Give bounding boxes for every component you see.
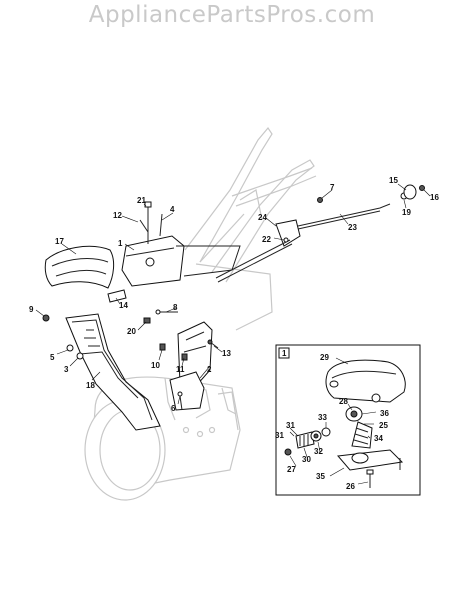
callout-9: 9 <box>29 305 34 314</box>
callout-24: 24 <box>258 213 267 222</box>
callout-29: 29 <box>320 353 329 362</box>
inset-panel: 1 <box>275 344 421 496</box>
callout-1: 1 <box>118 239 123 248</box>
callout-27: 27 <box>287 465 296 474</box>
callout-21: 21 <box>137 196 146 205</box>
callout-36: 36 <box>380 409 389 418</box>
callout-33: 33 <box>318 413 327 422</box>
callout-10: 10 <box>151 361 160 370</box>
callout-4: 4 <box>170 205 175 214</box>
chute-bracket <box>169 321 213 411</box>
callout-30: 30 <box>302 455 311 464</box>
callout-11: 11 <box>176 365 185 374</box>
callout-19: 19 <box>402 208 411 217</box>
callout-15: 15 <box>389 176 398 185</box>
callout-28: 28 <box>339 397 348 406</box>
callout-8: 8 <box>173 303 178 312</box>
callout-12: 12 <box>113 211 122 220</box>
callout-20: 20 <box>127 327 136 336</box>
callout-6: 6 <box>171 404 176 413</box>
callout-5: 5 <box>50 353 55 362</box>
callout-32: 32 <box>314 447 323 456</box>
control-rod-assembly <box>215 184 425 283</box>
callout-18: 18 <box>86 381 95 390</box>
watermark: AppliancePartsPros.com <box>88 2 376 28</box>
callout-26: 26 <box>346 482 355 491</box>
callout-31-upper: 31 <box>286 421 295 430</box>
leader-lines <box>35 183 431 405</box>
callout-2: 2 <box>207 365 212 374</box>
callout-31-lower: 31 <box>275 431 284 440</box>
callout-22: 22 <box>262 235 271 244</box>
discharge-chute <box>65 313 161 431</box>
callout-13: 13 <box>222 349 231 358</box>
callout-3: 3 <box>64 365 69 374</box>
callout-14: 14 <box>119 301 128 310</box>
callout-34: 34 <box>374 434 383 443</box>
callout-35: 35 <box>316 472 325 481</box>
chute-deflector <box>44 245 115 289</box>
callout-7: 7 <box>330 183 335 192</box>
callout-25: 25 <box>379 421 388 430</box>
callouts-main: 1 2 3 4 5 6 7 8 9 10 11 12 13 14 15 16 1… <box>29 176 439 413</box>
callout-17: 17 <box>55 237 64 246</box>
callout-23: 23 <box>348 223 357 232</box>
inset-label: 1 <box>282 349 287 358</box>
hardware <box>42 197 323 411</box>
chute-control-housing <box>121 235 241 287</box>
callout-16: 16 <box>430 193 439 202</box>
